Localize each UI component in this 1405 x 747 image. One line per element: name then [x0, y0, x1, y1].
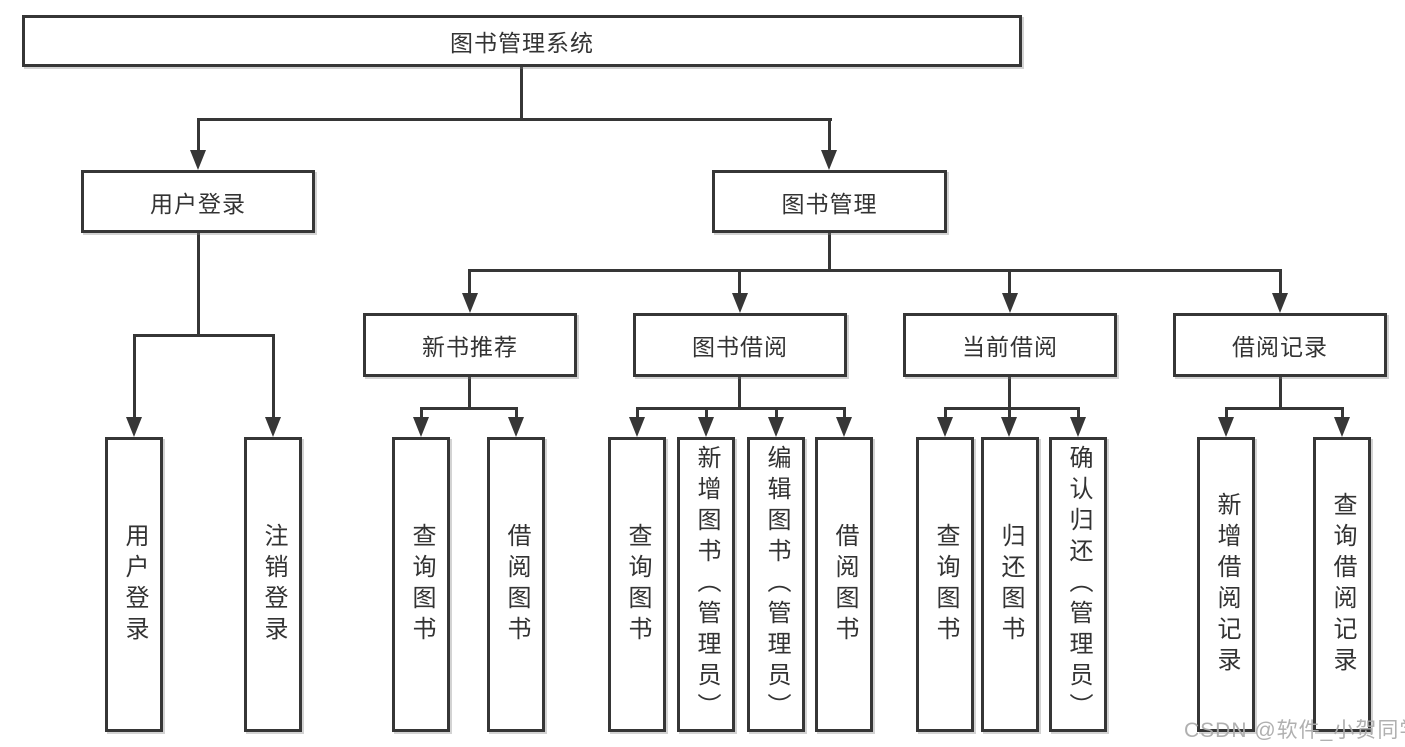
node-book-borrow-label: 图书借阅 — [692, 334, 788, 360]
leaf-borrow-book-label: 借阅图书 — [831, 522, 858, 647]
leaf-user-login-label: 用户登录 — [121, 522, 148, 647]
leaf-add-borrow-record: 新增借阅记录 — [1197, 437, 1255, 732]
arrow-down-icon — [836, 417, 852, 437]
leaf-edit-book-admin-label: 编辑图书（管理员） — [763, 445, 790, 724]
connector-line — [197, 118, 832, 121]
arrow-down-icon — [462, 293, 478, 313]
connector-line — [843, 407, 846, 419]
connector-line — [1225, 407, 1228, 419]
leaf-current-query-book: 查询图书 — [916, 437, 974, 732]
arrow-down-icon — [732, 293, 748, 313]
leaf-borrow-book: 借阅图书 — [815, 437, 873, 732]
leaf-query-borrow-record-label: 查询借阅记录 — [1329, 491, 1356, 678]
connector-line — [738, 377, 741, 410]
node-root-label: 图书管理系统 — [450, 30, 594, 56]
arrow-down-icon — [768, 417, 784, 437]
node-borrow-record: 借阅记录 — [1173, 313, 1387, 377]
leaf-query-borrow-record: 查询借阅记录 — [1313, 437, 1371, 732]
leaf-logout-label: 注销登录 — [260, 522, 287, 647]
connector-line — [468, 377, 471, 410]
leaf-recommend-query-book: 查询图书 — [392, 437, 450, 732]
arrow-down-icon — [937, 417, 953, 437]
leaf-logout: 注销登录 — [244, 437, 302, 732]
connector-line — [1008, 377, 1011, 410]
connector-line — [705, 407, 708, 419]
arrow-down-icon — [1334, 417, 1350, 437]
leaf-user-login: 用户登录 — [105, 437, 163, 732]
node-user-login-label: 用户登录 — [150, 190, 246, 217]
leaf-confirm-return-admin: 确认归还（管理员） — [1049, 437, 1107, 732]
node-current-borrow-label: 当前借阅 — [962, 334, 1058, 360]
connector-line — [133, 334, 275, 337]
arrow-down-icon — [1070, 417, 1086, 437]
connector-line — [520, 67, 523, 120]
arrow-down-icon — [1272, 293, 1288, 313]
arrow-down-icon — [1218, 417, 1234, 437]
connector-line — [636, 407, 846, 410]
connector-line — [133, 334, 136, 419]
arrow-down-icon — [698, 417, 714, 437]
connector-line — [420, 407, 423, 419]
connector-line — [1008, 407, 1011, 419]
leaf-recommend-borrow-book-label: 借阅图书 — [503, 522, 530, 647]
arrow-down-icon — [821, 150, 837, 170]
leaf-borrow-query-book: 查询图书 — [608, 437, 666, 732]
leaf-recommend-query-book-label: 查询图书 — [408, 522, 435, 647]
connector-line — [1279, 269, 1282, 295]
leaf-add-borrow-record-label: 新增借阅记录 — [1213, 491, 1240, 678]
node-book-management-label: 图书管理 — [781, 190, 878, 217]
node-current-borrow: 当前借阅 — [903, 313, 1117, 377]
connector-line — [1008, 269, 1011, 295]
connector-line — [197, 118, 200, 152]
node-book-management: 图书管理 — [712, 170, 947, 233]
arrow-down-icon — [413, 417, 429, 437]
connector-line — [636, 407, 639, 419]
leaf-return-book: 归还图书 — [981, 437, 1039, 732]
leaf-recommend-borrow-book: 借阅图书 — [487, 437, 545, 732]
connector-line — [828, 233, 831, 272]
connector-line — [775, 407, 778, 419]
leaf-add-book-admin-label: 新增图书（管理员） — [693, 445, 720, 724]
csdn-watermark: CSDN @软件_小贺同学 — [1184, 719, 1405, 742]
connector-line — [828, 118, 831, 152]
arrow-down-icon — [1002, 293, 1018, 313]
connector-line — [738, 269, 741, 295]
node-user-login: 用户登录 — [81, 170, 315, 233]
arrow-down-icon — [1001, 417, 1017, 437]
leaf-edit-book-admin: 编辑图书（管理员） — [747, 437, 805, 732]
leaf-borrow-query-book-label: 查询图书 — [624, 522, 651, 647]
connector-line — [197, 233, 200, 336]
arrow-down-icon — [126, 417, 142, 437]
node-root: 图书管理系统 — [22, 15, 1022, 67]
connector-line — [272, 334, 275, 419]
leaf-return-book-label: 归还图书 — [997, 522, 1024, 647]
connector-line — [468, 269, 1282, 272]
leaf-confirm-return-admin-label: 确认归还（管理员） — [1065, 445, 1092, 724]
arrow-down-icon — [265, 417, 281, 437]
connector-line — [1225, 407, 1344, 410]
node-borrow-record-label: 借阅记录 — [1232, 334, 1328, 360]
connector-line — [515, 407, 518, 419]
connector-line — [468, 269, 471, 295]
arrow-down-icon — [190, 150, 206, 170]
arrow-down-icon — [629, 417, 645, 437]
leaf-add-book-admin: 新增图书（管理员） — [677, 437, 735, 732]
node-new-book-recommend: 新书推荐 — [363, 313, 577, 377]
connector-line — [420, 407, 518, 410]
connector-line — [944, 407, 1080, 410]
connector-line — [944, 407, 947, 419]
connector-line — [1341, 407, 1344, 419]
node-book-borrow: 图书借阅 — [633, 313, 847, 377]
leaf-current-query-book-label: 查询图书 — [932, 522, 959, 647]
node-new-book-recommend-label: 新书推荐 — [422, 334, 518, 360]
connector-line — [1279, 377, 1282, 410]
arrow-down-icon — [508, 417, 524, 437]
connector-line — [1077, 407, 1080, 419]
